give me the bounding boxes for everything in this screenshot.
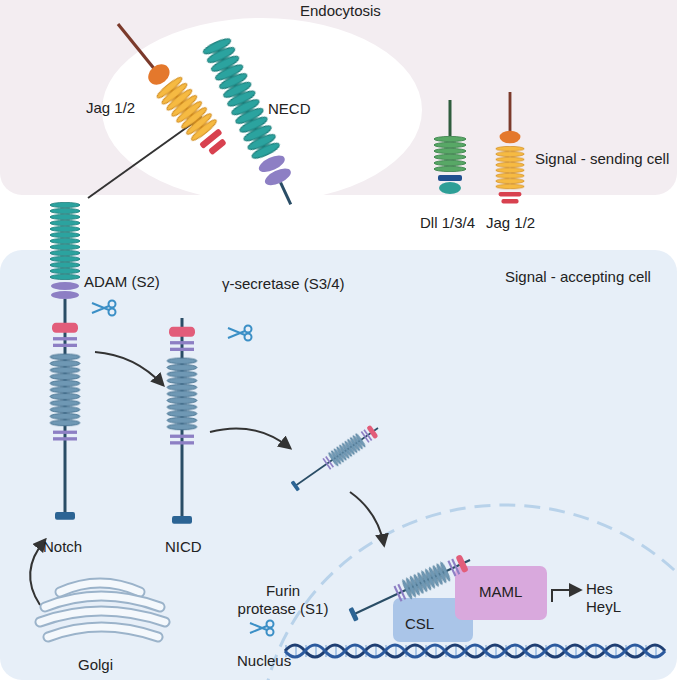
- notch-extracellular-domain: [200, 35, 305, 211]
- diagram-label: Jag 1/2: [86, 99, 135, 117]
- diagram-label: Notch: [43, 538, 82, 556]
- diagram-label: NICD: [165, 538, 202, 556]
- node-label: CSL: [405, 615, 434, 633]
- node-label: Signal - sending cell: [535, 150, 669, 168]
- diagram-label: Golgi: [78, 656, 113, 674]
- maml-box: MAML: [455, 566, 547, 620]
- node-label: MAML: [479, 583, 522, 601]
- diagram-label: Furin protease (S1): [236, 582, 330, 618]
- diagram-label: Jag 1/2: [486, 214, 535, 232]
- diagram-label: ADAM (S2): [84, 273, 160, 291]
- diagram-label: Dll 1/3/4: [420, 214, 475, 232]
- diagram-label: NECD: [268, 100, 311, 118]
- node-label: Signal - accepting cell: [505, 268, 651, 286]
- node-label: Nucleus: [237, 652, 291, 670]
- diagram-label: γ-secretase (S3/4): [222, 275, 345, 293]
- diagram-label: Endocytosis: [300, 2, 381, 20]
- diagram-label: Hes: [586, 580, 613, 598]
- diagram-label: HeyL: [586, 598, 621, 616]
- notch-receptor: [49, 202, 81, 314]
